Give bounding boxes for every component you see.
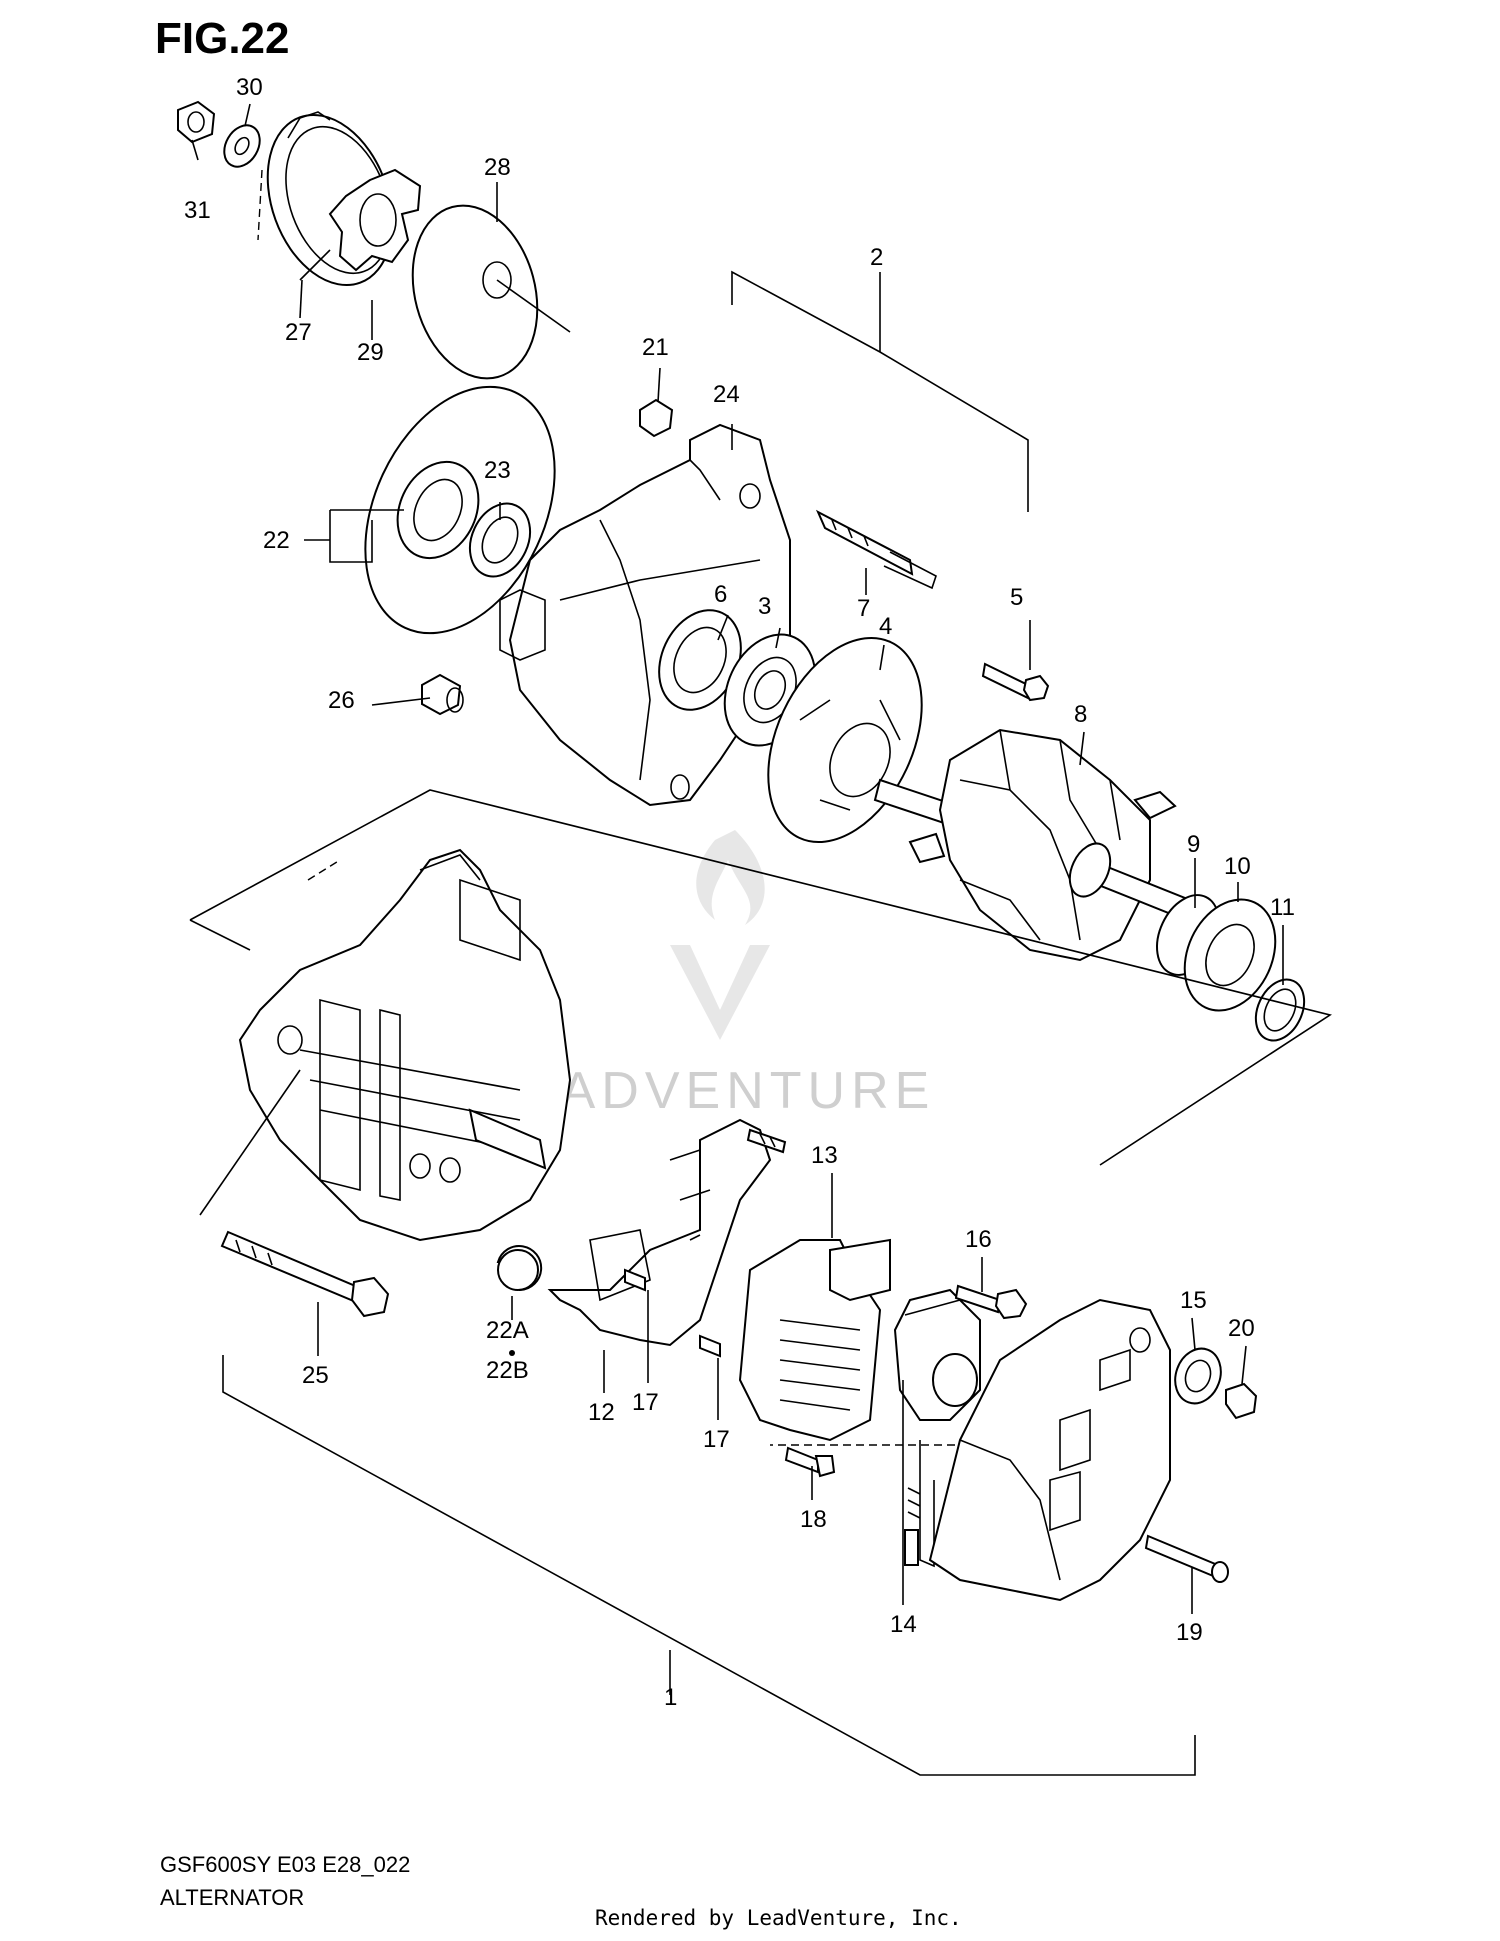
callout-11: 11 (1270, 894, 1295, 921)
group-1-bracket (222, 1355, 1196, 1776)
callout-17a: 17 (632, 1389, 659, 1416)
callout-18: 18 (800, 1506, 827, 1533)
callout-3: 3 (758, 593, 771, 620)
callout-labels: 30 31 28 27 29 2 21 24 23 22 26 7 6 3 4 … (184, 74, 1295, 1711)
callout-12: 12 (588, 1399, 615, 1426)
callout-23: 23 (484, 457, 511, 484)
callout-21: 21 (642, 334, 669, 361)
alternator-body (238, 848, 572, 1242)
callout-19: 19 (1176, 1619, 1203, 1646)
callout-10: 10 (1224, 853, 1251, 880)
callout-26: 26 (328, 687, 355, 714)
leadventure-watermark-logo (670, 830, 770, 1040)
callout-16: 16 (965, 1226, 992, 1253)
rear-cover (928, 1298, 1171, 1602)
rendered-by-credit: Rendered by LeadVenture, Inc. (595, 1906, 962, 1930)
front-housing-group (364, 385, 1050, 807)
callout-6: 6 (714, 581, 727, 608)
callout-31: 31 (184, 197, 211, 224)
rectifier-12 (547, 1118, 787, 1347)
callout-30: 30 (236, 74, 263, 101)
callout-7: 7 (857, 595, 870, 622)
callout-22a: 22A (486, 1317, 529, 1344)
callout-29: 29 (357, 339, 384, 366)
middle-bracket-lines (189, 789, 1332, 1166)
callout-4: 4 (879, 613, 892, 640)
callout-2: 2 (870, 244, 883, 271)
pulley-group (177, 100, 571, 380)
callout-9: 9 (1187, 831, 1200, 858)
callout-22b: 22B (486, 1357, 529, 1384)
callout-27: 27 (285, 319, 312, 346)
callout-28: 28 (484, 154, 511, 181)
brush-holder-14 (893, 1288, 981, 1568)
callout-24: 24 (713, 381, 740, 408)
callout-20: 20 (1228, 1315, 1255, 1342)
callout-15: 15 (1180, 1287, 1207, 1314)
callout-8: 8 (1074, 701, 1087, 728)
callout-14: 14 (890, 1611, 917, 1638)
callout-25: 25 (302, 1362, 329, 1389)
bolt-25 (220, 1230, 390, 1318)
callout-22: 22 (263, 527, 290, 554)
callout-5: 5 (1010, 584, 1023, 611)
callout-17b: 17 (703, 1426, 730, 1453)
figure-title: FIG.22 (155, 14, 290, 63)
rotor-group (767, 636, 1306, 1042)
model-code: GSF600SY E03 E28_022 (160, 1852, 410, 1877)
regulator-13 (738, 1238, 891, 1442)
callout-1: 1 (664, 1684, 677, 1711)
section-name: ALTERNATOR (160, 1885, 304, 1910)
callout-13: 13 (811, 1142, 838, 1169)
